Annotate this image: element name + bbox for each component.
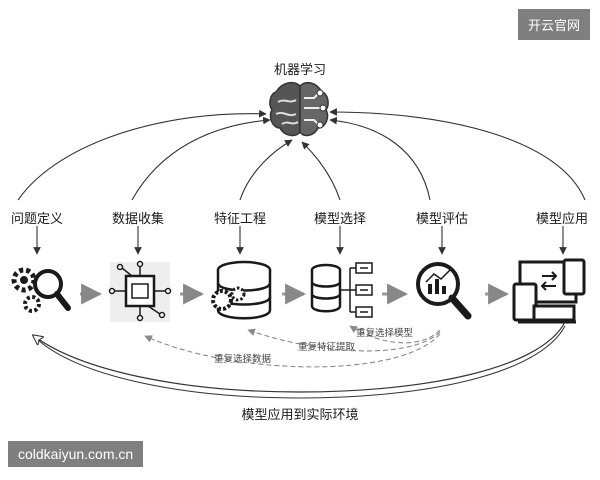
chart-magnifier-icon [416,262,472,320]
step-label-model-evaluation: 模型评估 [415,212,469,227]
data-chip-icon [108,260,172,322]
feedback-loops [144,325,441,368]
loop-label-reselect-model: 重复选择模型 [356,328,414,339]
loop-recollect [144,333,441,368]
curve-step-2 [131,116,271,201]
watermark-bottom-left: coldkaiyun.com.cn [8,441,144,467]
diagram-title: 机器学习 [273,63,327,78]
curved-arrows [17,108,586,201]
gears-magnifier-icon [11,267,71,313]
curve-step-6 [329,108,586,201]
loop-refeature [247,328,441,352]
step-label-feature-engineering: 特征工程 [213,212,267,227]
devices-icon [512,258,586,324]
bottom-label: 模型应用到实际环境 [241,408,359,423]
step-label-data-collection: 数据收集 [111,212,165,227]
curve-step-5 [329,116,431,201]
curve-step-1 [17,109,267,201]
return-arrow [34,321,566,393]
curve-step-4 [301,141,341,201]
database-gear-icon [211,260,272,320]
step-label-model-selection: 模型选择 [313,212,367,227]
watermark-top-right: 开云官网 [517,9,590,40]
database-list-icon [310,262,373,318]
down-arrows [33,226,567,255]
curve-step-3 [239,139,293,201]
brain-icon [269,81,329,137]
loop-reselect-model [349,325,441,344]
loop-label-recollect: 重复选择数据 [214,354,272,365]
loop-label-refeature: 重复特征提取 [298,342,356,353]
step-label-model-application: 模型应用 [535,212,589,227]
step-label-problem-definition: 问题定义 [10,212,64,227]
